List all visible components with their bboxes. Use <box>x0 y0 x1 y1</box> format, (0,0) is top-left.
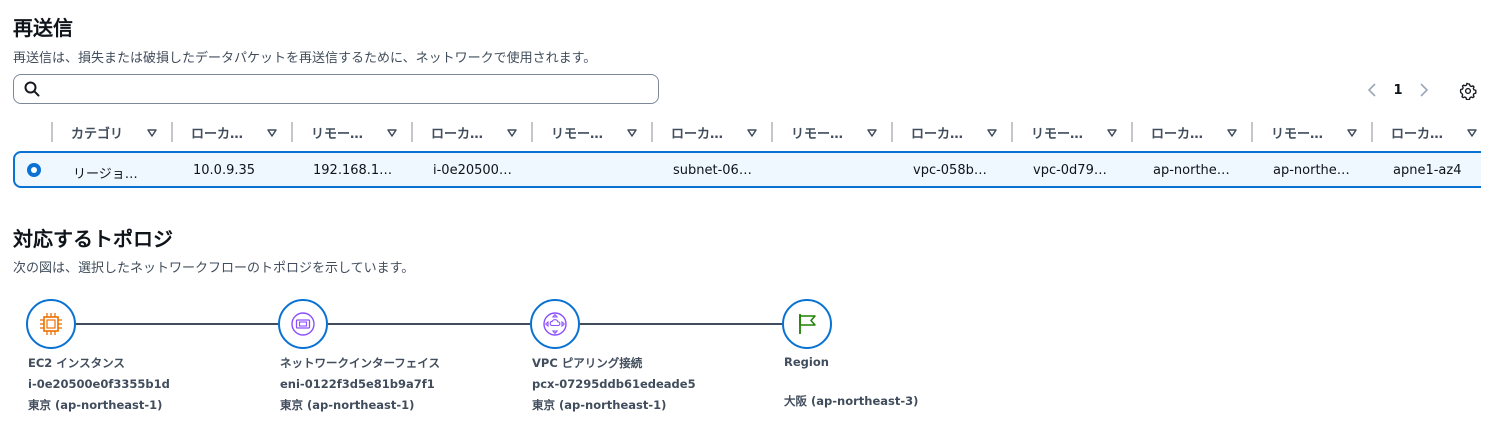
column-header[interactable]: リモー… <box>1251 118 1371 146</box>
column-header[interactable]: ローカ… <box>171 118 291 146</box>
retransmissions-title: 再送信 <box>13 16 73 40</box>
column-header[interactable]: カテゴリ <box>51 118 171 146</box>
topology-edge <box>328 323 530 325</box>
topology-description: 次の図は、選択したネットワークフローのトポロジを示しています。 <box>13 261 415 276</box>
table-cell: vpc-058b… <box>913 163 987 178</box>
sort-caret-icon <box>1467 126 1477 141</box>
sort-caret-icon <box>1107 126 1117 141</box>
topology-node-network-interface[interactable] <box>278 299 328 349</box>
column-header[interactable]: リモー… <box>1011 118 1131 146</box>
sort-caret-icon <box>627 126 637 141</box>
column-header[interactable]: リモー… <box>291 118 411 146</box>
column-header[interactable]: リモー… <box>531 118 651 146</box>
node-label: EC2 インスタンス <box>28 356 125 370</box>
retransmissions-description: 再送信は、損失または破損したデータパケットを再送信するために、ネットワークで使用… <box>13 51 597 66</box>
topology-title: 対応するトポロジ <box>13 227 173 251</box>
column-header[interactable]: ローカ… <box>1131 118 1251 146</box>
node-region: 大阪 (ap-northeast-3) <box>784 394 919 408</box>
column-header[interactable]: リモー… <box>771 118 891 146</box>
previous-page-button[interactable] <box>1362 80 1382 100</box>
ec2-instance-icon <box>40 313 62 335</box>
topology-edge <box>76 323 278 325</box>
column-header[interactable]: ローカ… <box>651 118 771 146</box>
region-flag-icon <box>799 314 816 334</box>
table-cell: リージョ… <box>73 167 138 182</box>
table-cell: ap-northe… <box>1273 163 1350 178</box>
table-settings-button[interactable] <box>1457 80 1479 102</box>
node-label: ネットワークインターフェイス <box>280 356 440 370</box>
sort-caret-icon <box>387 126 397 141</box>
current-page-number[interactable]: 1 <box>1393 82 1403 98</box>
topology-edge <box>580 323 782 325</box>
chevron-left-icon <box>1367 83 1376 97</box>
horizontal-scrollbar-track[interactable] <box>13 194 1481 206</box>
topology-node-ec2[interactable] <box>26 299 76 349</box>
pagination: 1 <box>1362 80 1434 100</box>
sort-caret-icon <box>147 126 157 141</box>
search-input[interactable] <box>48 79 652 101</box>
table-cell: vpc-0d79… <box>1033 163 1107 178</box>
sort-caret-icon <box>1347 126 1357 141</box>
table-cell: apne1-az4 <box>1393 163 1462 178</box>
table-header: カテゴリ ローカ… リモー… ローカ… リモー… ローカ… リモー… ローカ… … <box>13 118 1481 146</box>
topology-node-region[interactable] <box>782 299 832 349</box>
node-label: VPC ピアリング接続 <box>532 356 643 370</box>
sort-caret-icon <box>747 126 757 141</box>
node-id: i-0e20500e0f3355b1d <box>28 377 170 391</box>
vpc-peering-icon <box>543 312 567 336</box>
column-header[interactable]: ローカ… <box>891 118 1011 146</box>
sort-caret-icon <box>987 126 997 141</box>
node-id: eni-0122f3d5e81b9a7f1 <box>280 377 435 391</box>
node-region: 東京 (ap-northeast-1) <box>28 398 163 412</box>
gear-icon <box>1459 82 1477 100</box>
chevron-right-icon <box>1420 83 1429 97</box>
next-page-button[interactable] <box>1414 80 1434 100</box>
row-select-radio[interactable] <box>27 163 41 177</box>
table-row[interactable]: リージョ… 10.0.9.35 192.168.1… i-0e20500… su… <box>13 151 1481 188</box>
table-cell: 192.168.1… <box>313 163 393 178</box>
node-id: pcx-07295ddb61edeade5 <box>532 377 696 391</box>
table-cell: subnet-06… <box>673 163 752 178</box>
retransmissions-table: カテゴリ ローカ… リモー… ローカ… リモー… ローカ… リモー… ローカ… … <box>13 118 1481 206</box>
table-cell: ap-northe… <box>1153 163 1230 178</box>
sort-caret-icon <box>507 126 517 141</box>
node-label: Region <box>784 355 829 369</box>
sort-caret-icon <box>1227 126 1237 141</box>
table-cell: 10.0.9.35 <box>193 163 256 178</box>
search-icon <box>24 81 40 101</box>
column-header[interactable]: ローカ… <box>411 118 531 146</box>
search-bar[interactable] <box>13 74 659 104</box>
network-interface-icon <box>291 312 315 336</box>
sort-caret-icon <box>267 126 277 141</box>
topology-node-vpc-peering[interactable] <box>530 299 580 349</box>
sort-caret-icon <box>867 126 877 141</box>
node-region: 東京 (ap-northeast-1) <box>280 398 415 412</box>
table-cell: i-0e20500… <box>433 163 512 178</box>
column-header[interactable]: ローカ… <box>1371 118 1481 146</box>
node-region: 東京 (ap-northeast-1) <box>532 398 667 412</box>
